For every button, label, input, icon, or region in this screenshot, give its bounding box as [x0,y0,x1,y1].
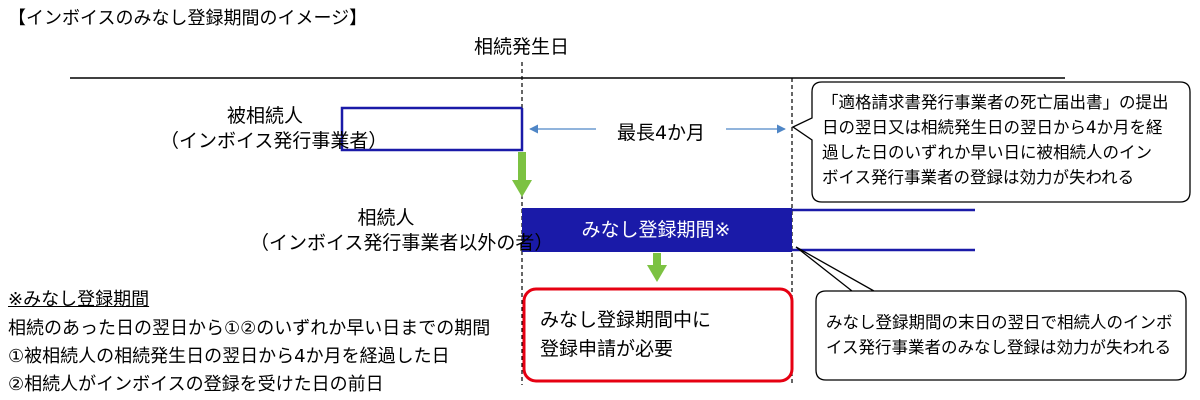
callout-line: イス発行事業者のみなし登録は効力が失われる [826,338,1172,357]
note-line: 相続のあった日の翌日から①②のいずれか早い日までの期間 [8,318,491,339]
decedent-business-line [340,106,524,152]
note-line: ②相続人がインボイスの登録を受けた日の前日 [8,374,384,395]
max-period-label: 最長4か月 [596,118,726,145]
down-arrow-icon [512,152,532,197]
heir-name: 相続人 [357,207,415,229]
diagram-title: 【インボイスのみなし登録期間のイメージ】 [8,8,368,29]
note-title: ※みなし登録期間 [8,289,150,310]
heir-label: 相続人 （インボイス発行事業者以外の者） [250,206,554,256]
deemed-registration-bar [522,208,792,252]
deemed-period-bar-label: みなし登録期間※ [581,219,731,241]
callout-line: 「適格請求書発行事業者の死亡届出書」の提出 [822,93,1169,112]
heir-status: （インボイス発行事業者以外の者） [250,232,554,254]
decedent-name: 被相続人 [226,105,303,127]
down-arrow-icon [647,253,667,282]
callout-line: ボイス発行事業者の登録は効力が失われる [822,168,1135,187]
top-callout-text: 「適格請求書発行事業者の死亡届出書」の提出 日の翌日又は相続発生日の翌日から4か… [822,90,1169,190]
callout-line: 過した日のいずれか早い日に被相続人のイン [822,143,1152,162]
note-line: ①被相続人の相続発生日の翌日から4か月を経過した日 [8,346,450,367]
inheritance-date-label: 相続発生日 [474,36,570,58]
callout-line: みなし登録期間の末日の翌日で相続人のインボ [826,313,1173,332]
red-box-line: 登録申請が必要 [540,338,674,360]
decedent-status: （インボイス発行事業者） [160,130,388,152]
registration-required-text: みなし登録期間中に 登録申請が必要 [540,306,772,364]
top-callout-box [791,81,1191,203]
registration-required-box [522,287,794,383]
red-box-line: みなし登録期間中に [540,309,712,331]
bottom-callout-text: みなし登録期間の末日の翌日で相続人のインボ イス発行事業者のみなし登録は効力が失… [826,310,1173,360]
callout-line: 日の翌日又は相続発生日の翌日から4か月を経 [822,118,1163,137]
bottom-callout-box [795,246,1187,381]
decedent-label: 被相続人 （インボイス発行事業者） [160,104,388,154]
